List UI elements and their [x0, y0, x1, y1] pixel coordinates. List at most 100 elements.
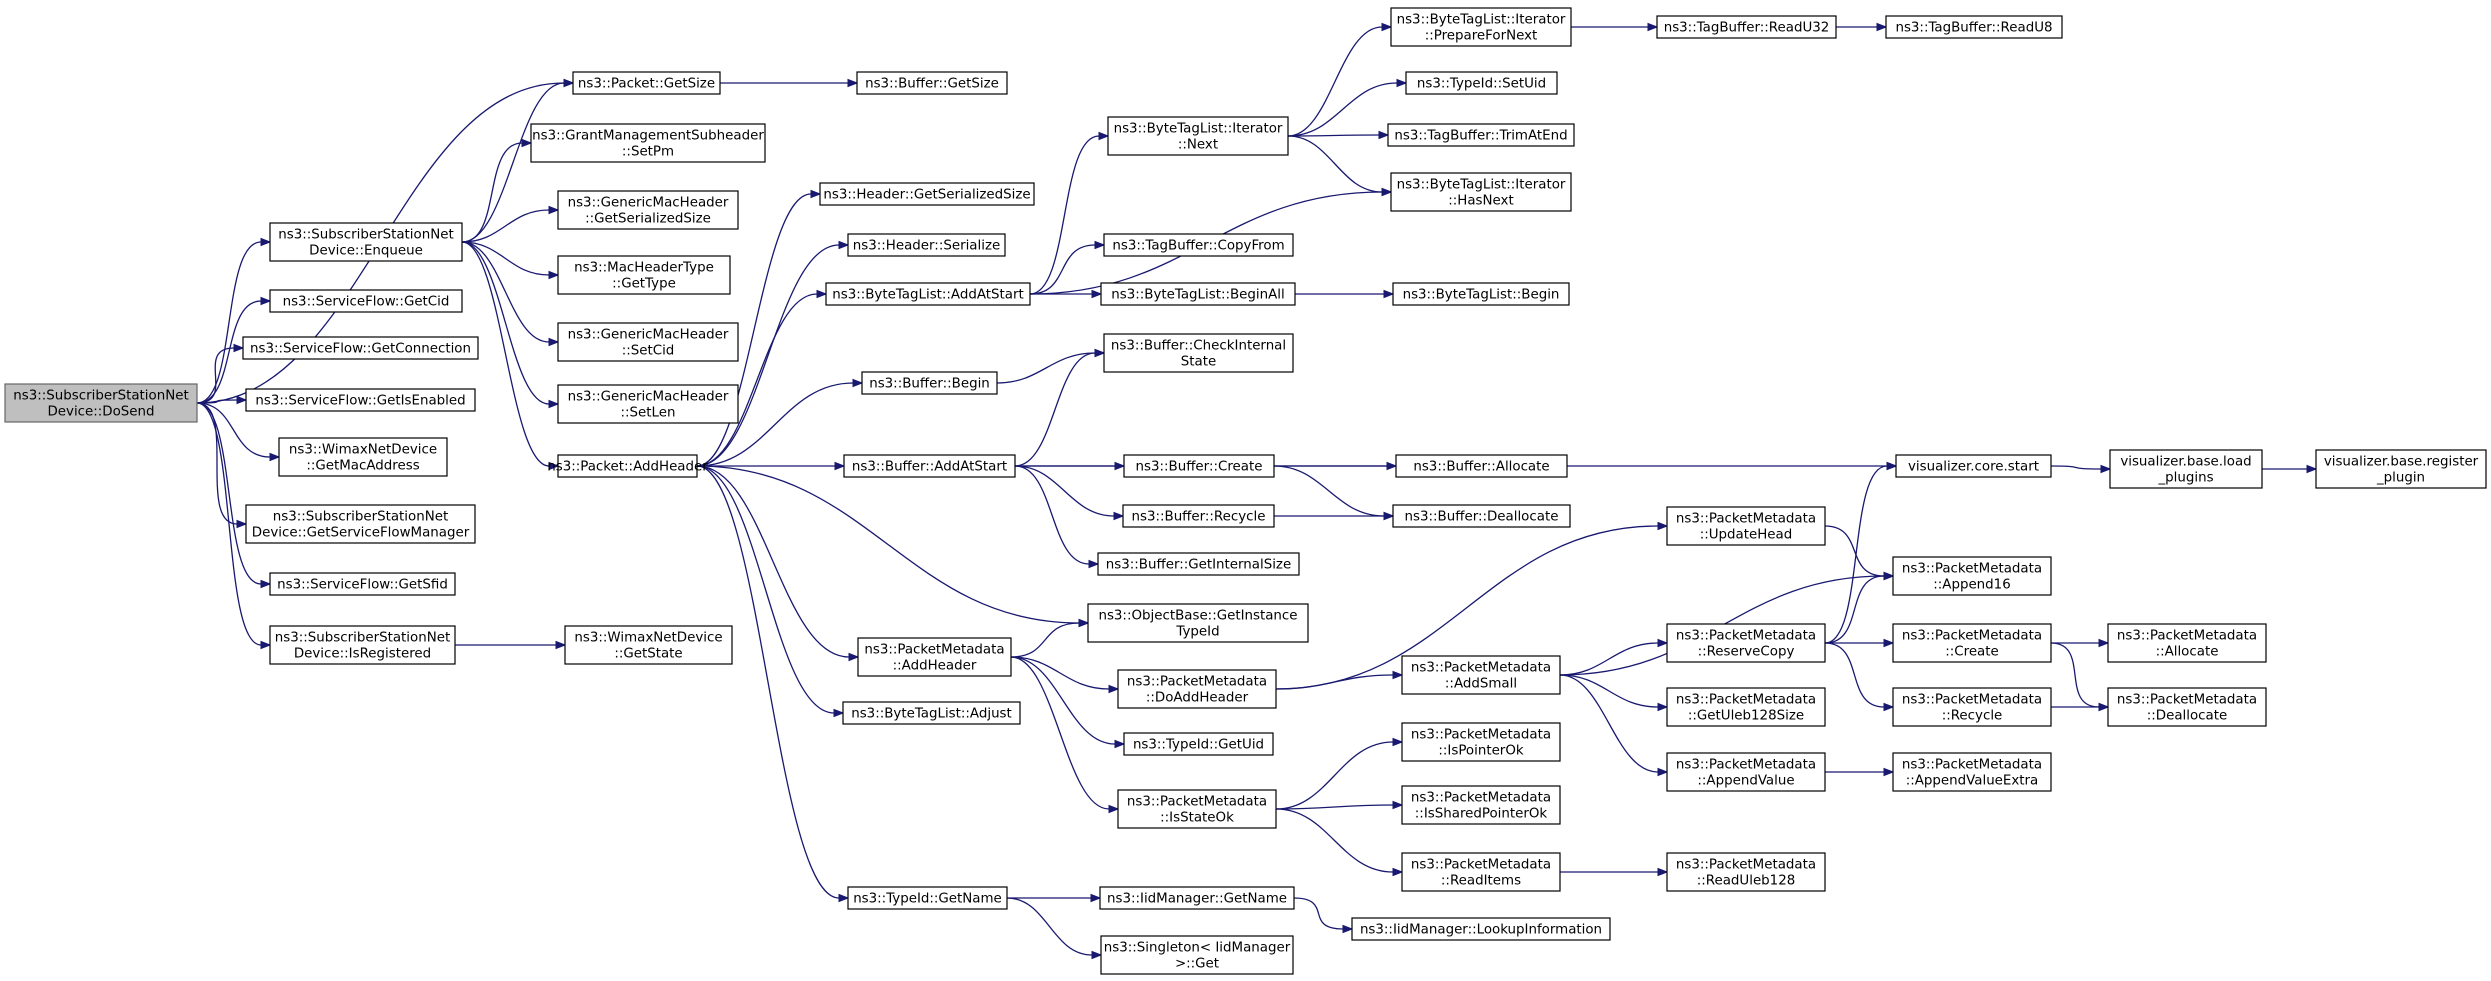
node-gmh_setcid[interactable]: ns3::GenericMacHeader::SetCid	[557, 322, 739, 362]
node-buf_deallocate[interactable]: ns3::Buffer::Deallocate	[1392, 504, 1571, 528]
node-tb_readu32[interactable]: ns3::TagBuffer::ReadU32	[1656, 15, 1837, 39]
node-pkt_getsize[interactable]: ns3::Packet::GetSize	[572, 71, 721, 95]
arrowhead-btl_it_next-to-btl_it_hasnext	[1381, 187, 1393, 197]
arrowhead-pm_recycle-to-pm_deallocate	[2098, 702, 2110, 712]
node-pm_getuleb128size[interactable]: ns3::PacketMetadata::GetUleb128Size	[1666, 687, 1826, 727]
node-sf_getcid[interactable]: ns3::ServiceFlow::GetCid	[269, 289, 463, 313]
node-label-line: ns3::TagBuffer::CopyFrom	[1112, 239, 1284, 254]
node-ss_isreg[interactable]: ns3::SubscriberStationNetDevice::IsRegis…	[269, 625, 456, 665]
node-pm_isstateok[interactable]: ns3::PacketMetadata::IsStateOk	[1117, 789, 1277, 829]
node-typeid_getuid[interactable]: ns3::TypeId::GetUid	[1123, 732, 1274, 756]
node-tb_copyfrom[interactable]: ns3::TagBuffer::CopyFrom	[1103, 233, 1294, 257]
node-mht_gettype[interactable]: ns3::MacHeaderType::GetType	[557, 255, 731, 295]
node-label-line: ns3::Buffer::Recycle	[1132, 510, 1266, 525]
arrowhead-enqueue-to-gmh_setlen	[548, 399, 560, 409]
node-label-line: ns3::Packet::AddHeader	[547, 460, 708, 475]
node-btl_it_hasnext[interactable]: ns3::ByteTagList::Iterator::HasNext	[1390, 172, 1572, 212]
node-label-line: ns3::ByteTagList::Iterator	[1397, 13, 1566, 28]
node-pm_allocate[interactable]: ns3::PacketMetadata::Allocate	[2107, 623, 2267, 663]
node-label-line: _plugin	[2376, 471, 2425, 486]
node-buf_addatstart[interactable]: ns3::Buffer::AddAtStart	[843, 454, 1016, 478]
arrowhead-dosend-to-ss_getsfm	[236, 519, 248, 529]
node-btl_begin[interactable]: ns3::ByteTagList::Begin	[1392, 282, 1570, 306]
node-btl_beginall[interactable]: ns3::ByteTagList::BeginAll	[1100, 282, 1296, 306]
node-gms_setpm[interactable]: ns3::GrantManagementSubheader::SetPm	[530, 123, 766, 163]
node-viz_start[interactable]: visualizer.core.start	[1895, 454, 2052, 478]
node-pm_appendvalueextra[interactable]: ns3::PacketMetadata::AppendValueExtra	[1892, 752, 2052, 792]
node-label-line: ::IsPointerOk	[1438, 744, 1523, 759]
node-buf_allocate[interactable]: ns3::Buffer::Allocate	[1395, 454, 1568, 478]
node-pm_readuleb128[interactable]: ns3::PacketMetadata::ReadUleb128	[1666, 852, 1826, 892]
node-box	[1895, 454, 2052, 478]
arrowhead-pm_isstateok-to-pm_issharedpointerok	[1392, 800, 1404, 810]
node-label-line: ns3::SubscriberStationNet	[278, 228, 453, 243]
node-typeid_setuid[interactable]: ns3::TypeId::SetUid	[1405, 71, 1558, 95]
node-btl_it_next[interactable]: ns3::ByteTagList::Iterator::Next	[1107, 116, 1289, 156]
node-buf_getinternalsize[interactable]: ns3::Buffer::GetInternalSize	[1097, 552, 1300, 576]
node-pm_ispointerok[interactable]: ns3::PacketMetadata::IsPointerOk	[1401, 722, 1561, 762]
node-iid_lookup[interactable]: ns3::IidManager::LookupInformation	[1351, 917, 1611, 941]
node-wimax_getmac[interactable]: ns3::WimaxNetDevice::GetMacAddress	[278, 437, 448, 477]
node-buf_getsize[interactable]: ns3::Buffer::GetSize	[856, 71, 1008, 95]
node-btl_addatstart[interactable]: ns3::ByteTagList::AddAtStart	[825, 282, 1031, 306]
node-ss_getsfm[interactable]: ns3::SubscriberStationNetDevice::GetServ…	[245, 504, 476, 544]
node-box	[1892, 752, 2052, 792]
node-iid_getname[interactable]: ns3::IidManager::GetName	[1099, 886, 1295, 910]
node-gmh_setlen[interactable]: ns3::GenericMacHeader::SetLen	[557, 384, 739, 424]
edge-pm_addheader-to-pm_doaddheader	[1010, 656, 1110, 690]
node-label-line: Device::DoSend	[47, 405, 154, 420]
arrowhead-dosend-to-sf_getcid	[260, 296, 272, 306]
node-singleton_get[interactable]: ns3::Singleton< IidManager>::Get	[1100, 935, 1294, 975]
node-pm_issharedpointerok[interactable]: ns3::PacketMetadata::IsSharedPointerOk	[1401, 785, 1561, 825]
node-btl_it_prepare[interactable]: ns3::ByteTagList::Iterator::PrepareForNe…	[1390, 7, 1572, 47]
node-sf_getisenabled[interactable]: ns3::ServiceFlow::GetIsEnabled	[245, 388, 476, 412]
node-label-line: ns3::PacketMetadata	[1902, 693, 2042, 708]
node-sf_getsfid[interactable]: ns3::ServiceFlow::GetSfid	[269, 572, 456, 596]
node-sf_getconn[interactable]: ns3::ServiceFlow::GetConnection	[242, 336, 479, 360]
node-box	[1117, 669, 1277, 709]
arrowhead-pkt_addheader-to-typeid_getname	[838, 893, 850, 903]
node-label-line: Device::GetServiceFlowManager	[252, 526, 470, 541]
node-pm_doaddheader[interactable]: ns3::PacketMetadata::DoAddHeader	[1117, 669, 1277, 709]
node-box	[1892, 623, 2052, 663]
node-pm_appendvalue[interactable]: ns3::PacketMetadata::AppendValue	[1666, 752, 1826, 792]
node-pm_deallocate[interactable]: ns3::PacketMetadata::Deallocate	[2107, 687, 2267, 727]
node-buf_create[interactable]: ns3::Buffer::Create	[1123, 454, 1275, 478]
node-pm_updatehead[interactable]: ns3::PacketMetadata::UpdateHead	[1666, 506, 1826, 546]
node-label-line: ns3::Header::GetSerializedSize	[823, 188, 1030, 203]
node-typeid_getname[interactable]: ns3::TypeId::GetName	[847, 886, 1008, 910]
node-gmh_getser[interactable]: ns3::GenericMacHeader::GetSerializedSize	[557, 190, 739, 230]
node-pm_addsmall[interactable]: ns3::PacketMetadata::AddSmall	[1401, 655, 1561, 695]
node-tb_trimatend[interactable]: ns3::TagBuffer::TrimAtEnd	[1387, 123, 1575, 147]
node-viz_registerplugin[interactable]: visualizer.base.register_plugin	[2315, 449, 2487, 489]
arrowhead-pm_appendvalue-to-pm_appendvalueextra	[1883, 767, 1895, 777]
node-btl_adjust[interactable]: ns3::ByteTagList::Adjust	[842, 701, 1021, 725]
node-hdr_getser[interactable]: ns3::Header::GetSerializedSize	[819, 182, 1035, 206]
node-pm_append16[interactable]: ns3::PacketMetadata::Append16	[1892, 556, 2052, 596]
edge-btl_addatstart-to-tb_copyfrom	[1029, 244, 1096, 295]
node-label-line: ns3::SubscriberStationNet	[273, 510, 448, 525]
node-pm_reservecopy[interactable]: ns3::PacketMetadata::ReserveCopy	[1666, 623, 1826, 663]
node-hdr_serialize[interactable]: ns3::Header::Serialize	[847, 233, 1006, 257]
node-viz_loadplugins[interactable]: visualizer.base.load_plugins	[2109, 449, 2263, 489]
node-pm_addheader[interactable]: ns3::PacketMetadata::AddHeader	[857, 637, 1012, 677]
node-buf_begin[interactable]: ns3::Buffer::Begin	[861, 371, 998, 395]
node-label-line: ::AddHeader	[893, 659, 977, 674]
node-pm_create[interactable]: ns3::PacketMetadata::Create	[1892, 623, 2052, 663]
node-pm_recycle[interactable]: ns3::PacketMetadata::Recycle	[1892, 687, 2052, 727]
edge-dosend-to-sf_getisenabled	[196, 399, 238, 404]
arrowhead-buf_addatstart-to-buf_getinternalsize	[1088, 559, 1100, 569]
node-pm_readitems[interactable]: ns3::PacketMetadata::ReadItems	[1401, 852, 1561, 892]
node-wimax_getstate[interactable]: ns3::WimaxNetDevice::GetState	[564, 625, 733, 665]
node-label-line: ::GetSerializedSize	[585, 212, 711, 227]
node-pkt_addheader[interactable]: ns3::Packet::AddHeader	[547, 454, 708, 478]
node-box	[269, 625, 456, 665]
arrowhead-pm_addsmall-to-pm_appendvalue	[1657, 767, 1669, 777]
edge-pm_reservecopy-to-pm_recycle	[1824, 642, 1885, 708]
node-buf_recycle[interactable]: ns3::Buffer::Recycle	[1122, 504, 1275, 528]
node-tb_readu8[interactable]: ns3::TagBuffer::ReadU8	[1885, 15, 2063, 39]
